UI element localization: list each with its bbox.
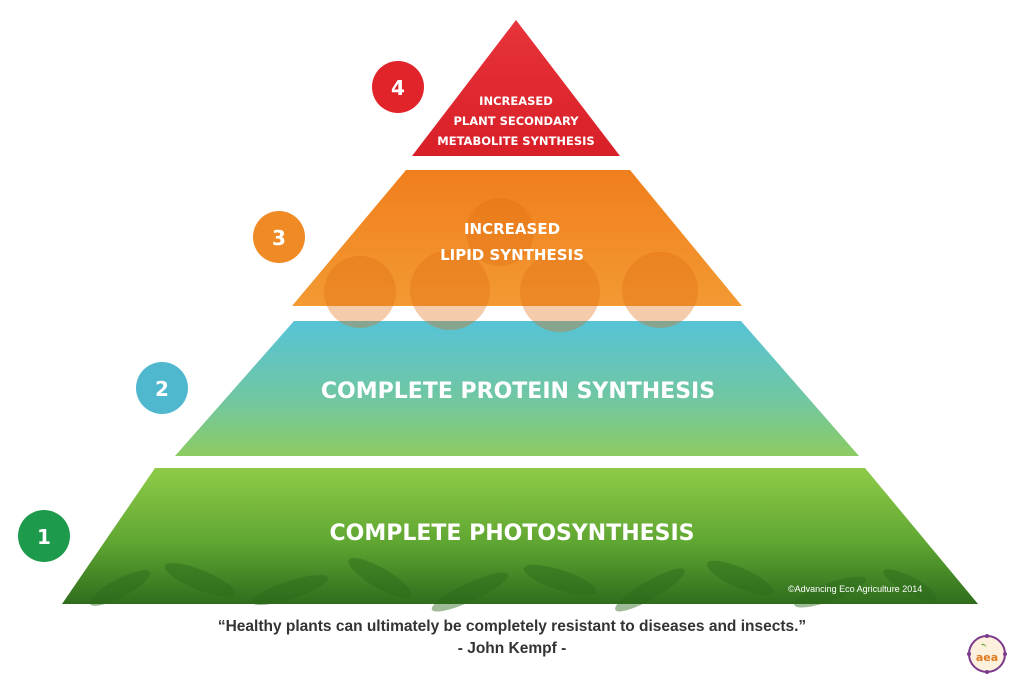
quote-text: “Healthy plants can ultimately be comple… xyxy=(217,618,807,635)
tier-secondary-metabolite: INCREASED PLANT SECONDARY METABOLITE SYN… xyxy=(412,20,620,156)
quote-author: - John Kempf - xyxy=(457,640,567,657)
badge-3: 3 xyxy=(253,211,305,263)
tier-4-label-line-1: INCREASED xyxy=(479,94,553,108)
badge-1: 1 xyxy=(18,510,70,562)
tier-4-label-line-3: METABOLITE SYNTHESIS xyxy=(437,134,594,148)
badge-2: 2 xyxy=(136,362,188,414)
copyright-text: ©Advancing Eco Agriculture 2014 xyxy=(788,584,922,594)
fruit-texture xyxy=(324,198,698,332)
badge-2-number: 2 xyxy=(155,377,169,401)
tier-2-label: COMPLETE PROTEIN SYNTHESIS xyxy=(321,379,715,404)
badge-1-number: 1 xyxy=(37,525,51,549)
tier-photosynthesis: COMPLETE PHOTOSYNTHESIS ©Advancing Eco A… xyxy=(62,468,978,612)
badge-4: 4 xyxy=(372,61,424,113)
tier-4-label-line-2: PLANT SECONDARY xyxy=(453,114,579,128)
tier-protein-synthesis: COMPLETE PROTEIN SYNTHESIS xyxy=(175,321,859,456)
tier-lipid-synthesis: INCREASED LIPID SYNTHESIS xyxy=(292,170,742,332)
quote-block: “Healthy plants can ultimately be comple… xyxy=(0,616,1024,660)
leaf-texture xyxy=(89,558,937,612)
aea-logo: aea xyxy=(967,634,1007,674)
badge-3-number: 3 xyxy=(272,226,286,250)
tier-3-label-line-1: INCREASED xyxy=(464,220,560,238)
tier-3-label-line-2: LIPID SYNTHESIS xyxy=(440,246,584,264)
logo-text: aea xyxy=(976,651,998,664)
badge-4-number: 4 xyxy=(391,76,405,100)
tier-1-label: COMPLETE PHOTOSYNTHESIS xyxy=(329,521,694,546)
